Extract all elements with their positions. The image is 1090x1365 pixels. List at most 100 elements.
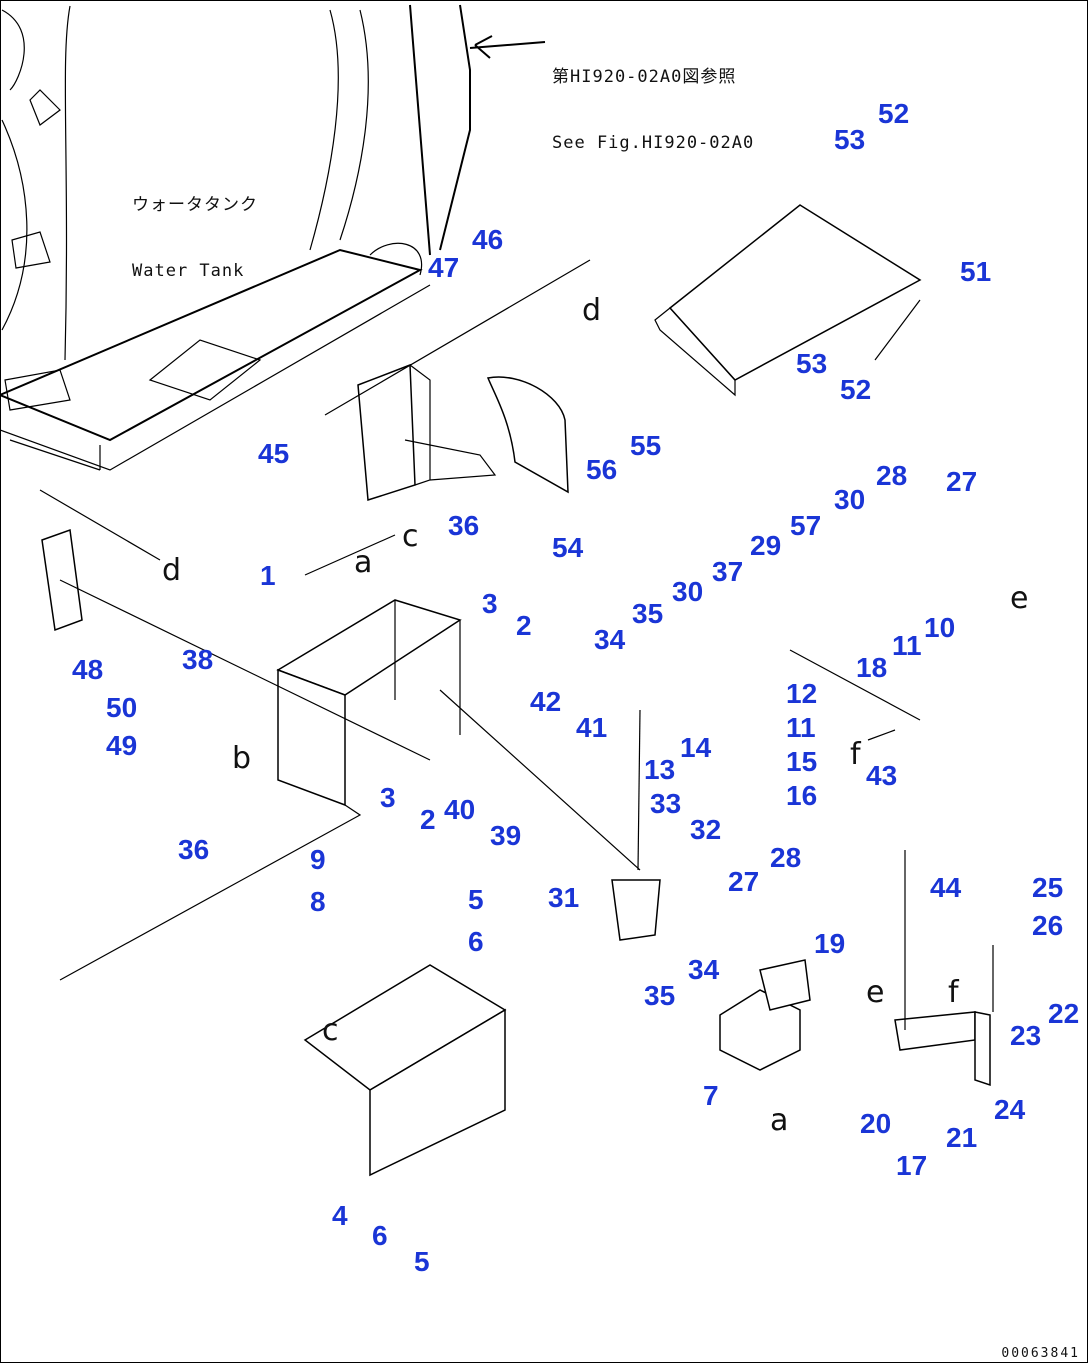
callout-32: 32 [690,814,722,845]
callout-3: 3 [380,782,396,813]
callout-31: 31 [548,882,580,913]
filter-31-drawing [611,709,661,941]
bracket-1-drawing [276,599,462,807]
callout-6: 6 [372,1220,388,1251]
callout-4: 4 [332,1200,348,1231]
callout-36: 36 [448,510,480,541]
callout-39: 39 [490,820,522,851]
callout-40: 40 [444,794,476,825]
frame-rail-drawing [0,248,431,471]
cover-54-drawing [486,376,569,494]
callout-7: 7 [703,1080,719,1111]
pump-7-drawing [719,959,811,1071]
callout-2: 2 [420,804,436,835]
callout-11: 11 [786,712,816,743]
callout-13: 13 [644,754,676,785]
callout-34: 34 [594,624,626,655]
callout-29: 29 [750,530,782,561]
callout-28: 28 [770,842,802,873]
callout-11: 11 [892,630,922,661]
callout-45: 45 [258,438,290,469]
callout-12: 12 [786,678,818,709]
guide-lines [39,259,994,1030]
water-tank-label-en: Water Tank [132,261,245,281]
callout-48: 48 [72,654,104,685]
callout-56: 56 [586,454,618,485]
bracket-45-drawing [357,363,497,501]
callout-23: 23 [1010,1020,1042,1051]
bracket-20-drawing [894,1011,991,1087]
ref-letter-c: c [322,1013,339,1048]
callout-2: 2 [516,610,532,641]
callout-57: 57 [790,510,822,541]
callout-24: 24 [994,1094,1026,1125]
callout-33: 33 [650,788,682,819]
water-tank-label-jp: ウォータタンク [132,195,258,215]
callout-19: 19 [814,928,846,959]
callout-52: 52 [878,98,910,129]
ref-letter-d: d [582,293,602,328]
ref-letter-e: e [1010,581,1029,616]
callout-20: 20 [860,1108,892,1139]
water-tank-drawing [1,5,369,361]
reference-note-en: See Fig.HI920-02A0 [552,133,755,153]
callout-52: 52 [840,374,872,405]
ref-letter-c: c [402,519,419,554]
upper-pipe-drawing [369,4,546,276]
callout-8: 8 [310,886,326,917]
drawing-code: 00063841 [1001,1346,1080,1361]
callout-35: 35 [632,598,664,629]
callout-25: 25 [1032,872,1064,903]
callout-14: 14 [680,732,712,763]
callout-9: 9 [310,844,326,875]
ref-letter-b: b [232,741,252,776]
callout-47: 47 [428,252,460,283]
callout-41: 41 [576,712,608,743]
callout-50: 50 [106,692,138,723]
callout-53: 53 [834,124,866,155]
reference-note: 第HI920-02A0図参照 See Fig.HI920-02A0 [552,22,754,198]
reference-note-jp: 第HI920-02A0図参照 [552,67,737,87]
callout-54: 54 [552,532,584,563]
callout-5: 5 [414,1246,430,1277]
cover-51-drawing [654,204,922,397]
callout-49: 49 [106,730,138,761]
callout-16: 16 [786,780,818,811]
callout-38: 38 [182,644,214,675]
callout-42: 42 [530,686,562,717]
callout-3: 3 [482,588,498,619]
callout-55: 55 [630,430,662,461]
callout-30: 30 [672,576,704,607]
bracket-48-drawing [41,528,83,632]
callout-53: 53 [796,348,828,379]
callout-6: 6 [468,926,484,957]
callout-36: 36 [178,834,210,865]
callout-26: 26 [1032,910,1064,941]
callout-30: 30 [834,484,866,515]
callout-37: 37 [712,556,744,587]
callout-27: 27 [728,866,760,897]
callout-51: 51 [960,256,992,287]
callout-21: 21 [946,1122,978,1153]
callout-28: 28 [876,460,908,491]
callout-5: 5 [468,884,484,915]
callout-44: 44 [930,872,962,903]
callout-15: 15 [786,746,818,777]
ref-letter-a: a [770,1103,789,1138]
callout-35: 35 [644,980,676,1011]
callout-34: 34 [688,954,720,985]
callout-22: 22 [1048,998,1080,1029]
ref-letter-e: e [866,975,885,1010]
callout-1: 1 [260,560,276,591]
ref-letter-f: f [850,737,861,772]
callout-27: 27 [946,466,978,497]
callout-18: 18 [856,652,888,683]
ref-letter-f: f [948,975,959,1010]
ref-letter-d: d [162,553,182,588]
callout-46: 46 [472,224,504,255]
callout-43: 43 [866,760,898,791]
cover-4-drawing [303,964,507,1177]
callout-17: 17 [896,1150,928,1181]
